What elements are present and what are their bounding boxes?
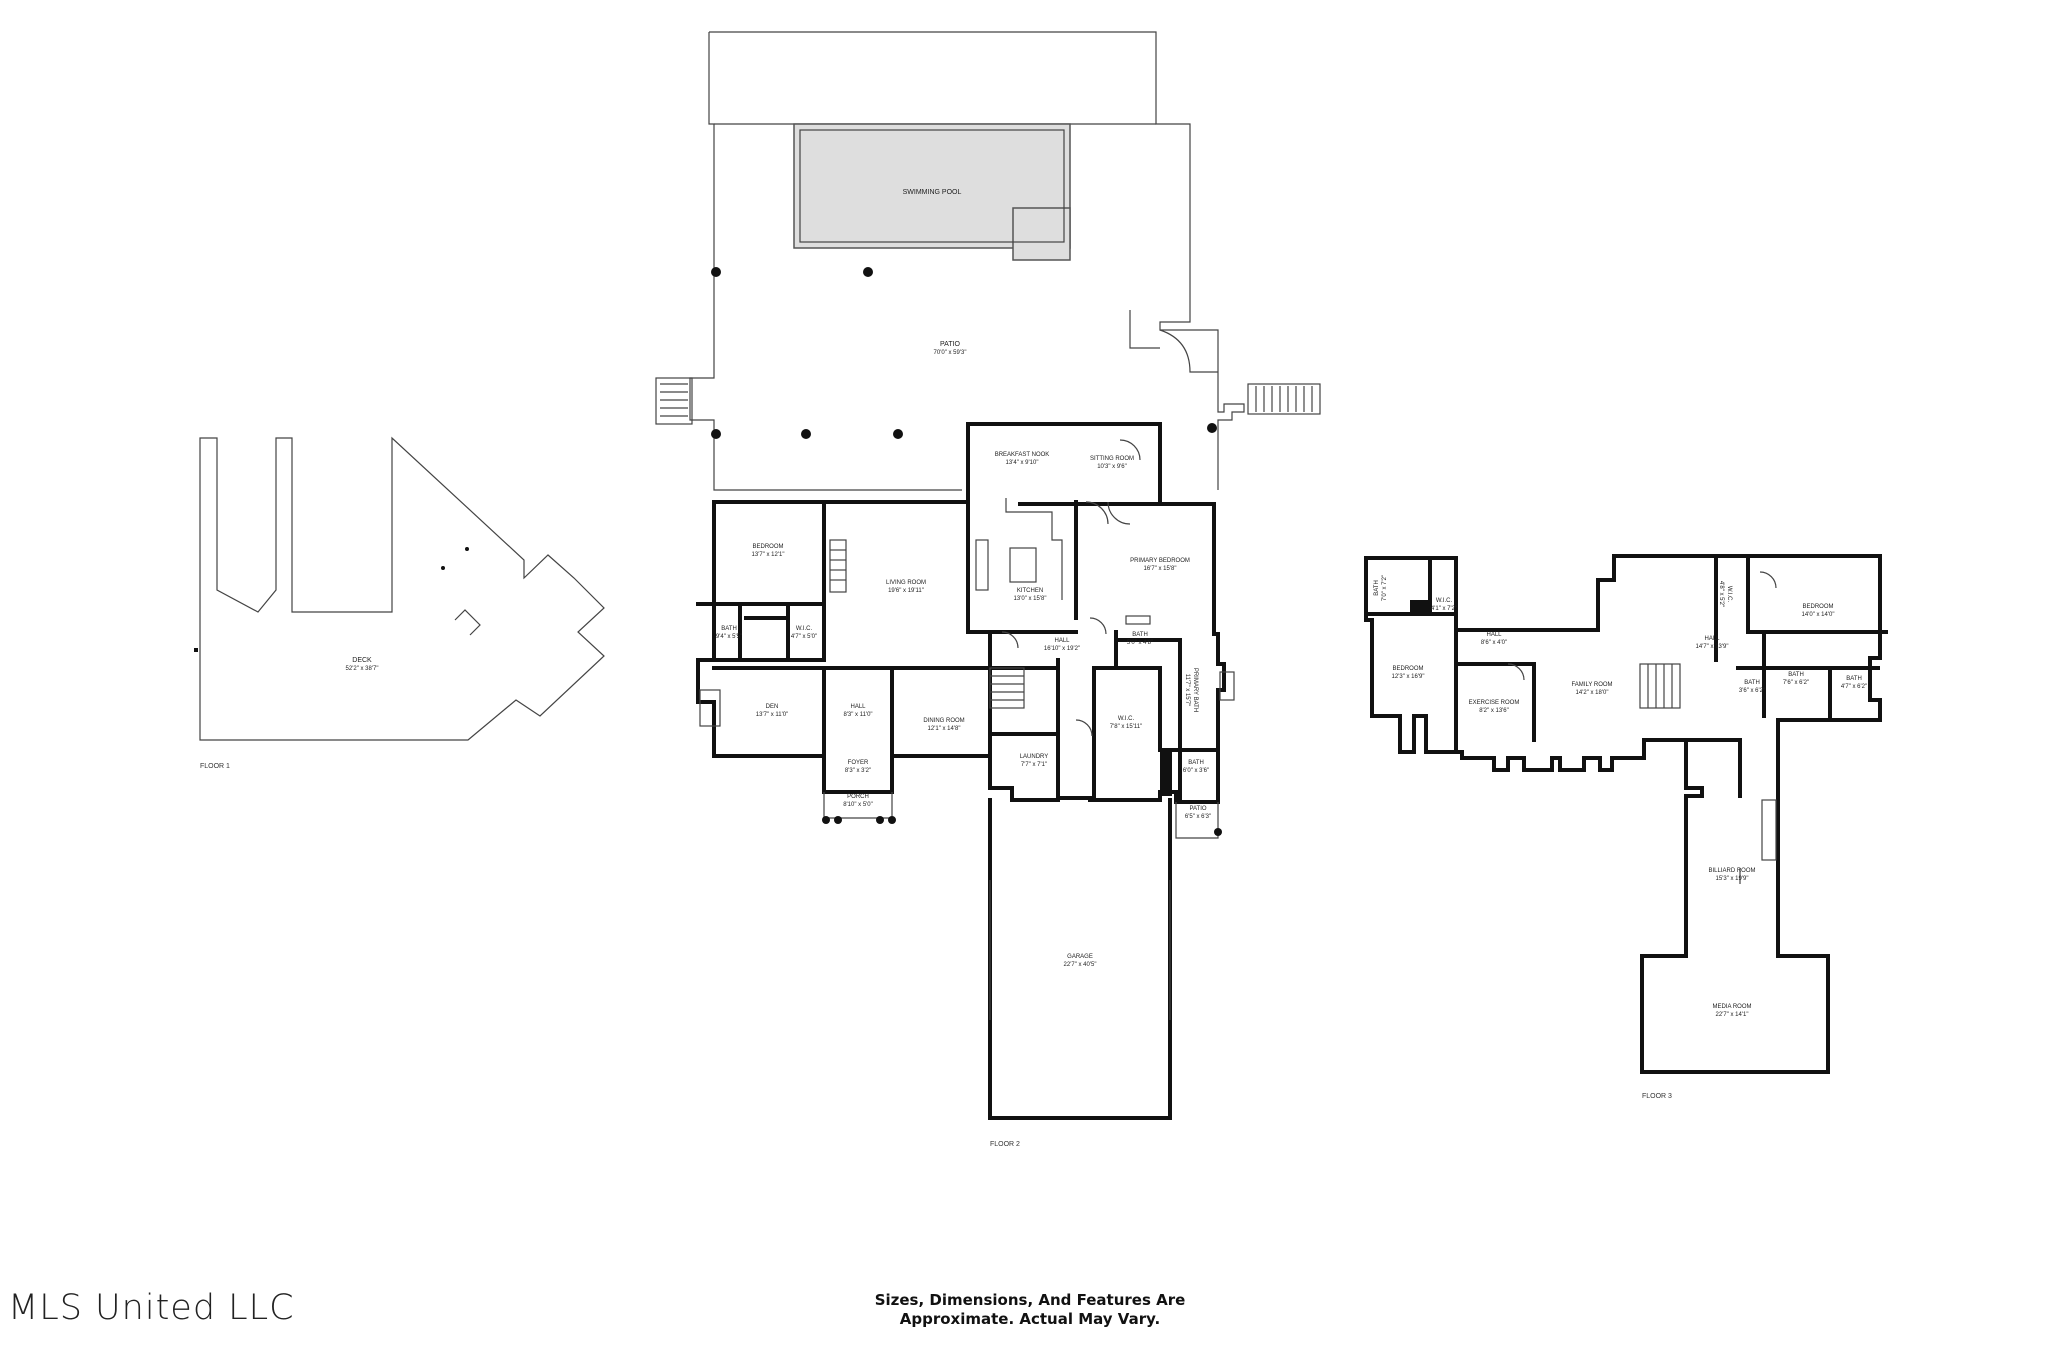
primary-bedroom-dim: 16'7" x 15'8" xyxy=(1144,566,1177,572)
f2-wic-b-name: W.I.C. xyxy=(1118,716,1135,722)
billiard-name: BILLIARD ROOM xyxy=(1708,868,1755,874)
foyer-dim: 8'3" x 3'2" xyxy=(845,768,871,774)
f2-bath-a-dim: 9'4" x 5'5" xyxy=(716,634,742,640)
floor1-deck xyxy=(194,436,605,741)
f3-bath-a-name: BATH xyxy=(1374,580,1380,596)
dining-name: DINING ROOM xyxy=(923,718,964,724)
porch-name: PORCH xyxy=(847,794,869,800)
pool-name: SWIMMING POOL xyxy=(903,189,962,196)
f3-bedroom-a-name: BEDROOM xyxy=(1392,666,1423,672)
family-name: FAMILY ROOM xyxy=(1571,682,1612,688)
f3-hall-a-dim: 8'6" x 4'0" xyxy=(1481,640,1507,646)
floor2-house-walls xyxy=(696,422,1226,1120)
floor3-fixtures xyxy=(1410,571,1777,884)
garage-dim: 22'7" x 40'5" xyxy=(1064,962,1097,968)
living-dim: 19'6" x 19'11" xyxy=(888,588,924,594)
foyer-name: FOYER xyxy=(848,760,869,766)
f2-bath-b-name: BATH xyxy=(1132,632,1148,638)
f3-bath-d-name: BATH xyxy=(1846,676,1862,682)
sitting-dim: 10'3" x 9'6" xyxy=(1097,464,1127,470)
disclaimer-note: Sizes, Dimensions, And Features Are Appr… xyxy=(790,1291,1270,1329)
f2-wic-b-dim: 7'8" x 15'11" xyxy=(1110,724,1142,730)
f2-hall-main-name: HALL xyxy=(1054,638,1070,644)
exercise-dim: 8'2" x 13'6" xyxy=(1479,708,1509,714)
garage-name: GARAGE xyxy=(1067,954,1093,960)
breakfast-name: BREAKFAST NOOK xyxy=(995,452,1050,458)
f2-bath-c-name: BATH xyxy=(1188,760,1204,766)
porch-dim: 8'10" x 5'0" xyxy=(843,802,873,808)
primary-bath-dim: 11'7" x 15'7" xyxy=(1184,674,1190,706)
kitchen-name: KITCHEN xyxy=(1017,588,1043,594)
f3-hall-b-dim: 14'7" x 13'9" xyxy=(1696,644,1729,650)
floor3-walls xyxy=(1364,554,1888,1074)
floor2-fixtures xyxy=(699,439,1235,1020)
f2-bath-c-dim: 6'0" x 3'6" xyxy=(1183,768,1209,774)
laundry-name: LAUNDRY xyxy=(1020,754,1049,760)
f3-bath-a-dim: 7'0" x 7'2" xyxy=(1382,575,1388,601)
floor3-label: FLOOR 3 xyxy=(1642,1093,1672,1100)
sitting-name: SITTING ROOM xyxy=(1090,456,1134,462)
exercise-name: EXERCISE ROOM xyxy=(1469,700,1520,706)
patio-small-name: PATIO xyxy=(1189,806,1206,812)
f3-bath-d-dim: 4'7" x 6'2" xyxy=(1841,684,1867,690)
laundry-dim: 7'7" x 7'1" xyxy=(1021,762,1047,768)
den-name: DEN xyxy=(766,704,779,710)
dining-dim: 12'1" x 14'8" xyxy=(928,726,961,732)
f3-bedroom-b-dim: 14'0" x 14'0" xyxy=(1802,612,1835,618)
kitchen-dim: 13'0" x 15'8" xyxy=(1014,596,1047,602)
media-name: MEDIA ROOM xyxy=(1712,1004,1751,1010)
bedroom-dim: 13'7" x 12'1" xyxy=(752,552,785,558)
f3-hall-b-name: HALL xyxy=(1704,636,1720,642)
f2-wic-a-dim: 4'7" x 5'0" xyxy=(791,634,817,640)
breakfast-dim: 13'4" x 9'10" xyxy=(1006,460,1039,466)
f3-bath-b-dim: 3'6" x 6'2" xyxy=(1739,688,1765,694)
patio-dim: 70'0" x 59'3" xyxy=(934,350,967,356)
f3-wic-a-dim: 4'1" x 7'2" xyxy=(1431,606,1457,612)
f3-bath-c-dim: 7'6" x 6'2" xyxy=(1783,680,1809,686)
f2-bath-b-dim: 5'0" x 4'8" xyxy=(1127,640,1153,646)
patio-small-dim: 6'5" x 6'3" xyxy=(1185,814,1211,820)
f3-hall-a-name: HALL xyxy=(1486,632,1502,638)
primary-bedroom-name: PRIMARY BEDROOM xyxy=(1130,558,1190,564)
f3-wic-b-dim: 4'8" x 5'2" xyxy=(1718,581,1724,607)
family-dim: 14'2" x 18'0" xyxy=(1576,690,1609,696)
living-name: LIVING ROOM xyxy=(886,580,926,586)
brand-watermark: MLS United LLC xyxy=(8,1288,295,1328)
f3-bath-c-name: BATH xyxy=(1788,672,1804,678)
deck-name: DECK xyxy=(352,657,372,664)
den-dim: 13'7" x 11'0" xyxy=(756,712,788,718)
disclaimer-line2: Approximate. Actual May Vary. xyxy=(899,1310,1161,1328)
patio-name: PATIO xyxy=(940,341,961,348)
billiard-dim: 15'3" x 19'9" xyxy=(1716,876,1749,882)
f2-hall-b-dim: 8'3" x 11'0" xyxy=(843,712,872,718)
primary-bath-name: PRIMARY BATH xyxy=(1192,668,1198,712)
f3-bath-b-name: BATH xyxy=(1744,680,1760,686)
floor1-label: FLOOR 1 xyxy=(200,763,230,770)
f3-wic-b-name: W.I.C. xyxy=(1726,586,1732,603)
f3-bedroom-a-dim: 12'3" x 16'9" xyxy=(1392,674,1425,680)
f2-bath-a-name: BATH xyxy=(721,626,737,632)
f3-bedroom-b-name: BEDROOM xyxy=(1802,604,1833,610)
media-dim: 22'7" x 14'1" xyxy=(1716,1012,1749,1018)
floor2-label: FLOOR 2 xyxy=(990,1141,1020,1148)
bedroom-name: BEDROOM xyxy=(752,544,783,550)
disclaimer-line1: Sizes, Dimensions, And Features Are xyxy=(874,1291,1186,1309)
deck-dim: 52'2" x 38'7" xyxy=(346,666,379,672)
floor2-outdoor xyxy=(655,31,1321,491)
f2-hall-b-name: HALL xyxy=(850,704,866,710)
f2-wic-a-name: W.I.C. xyxy=(796,626,813,632)
f2-hall-main-dim: 16'10" x 19'2" xyxy=(1044,646,1080,652)
f3-wic-a-name: W.I.C. xyxy=(1436,598,1453,604)
